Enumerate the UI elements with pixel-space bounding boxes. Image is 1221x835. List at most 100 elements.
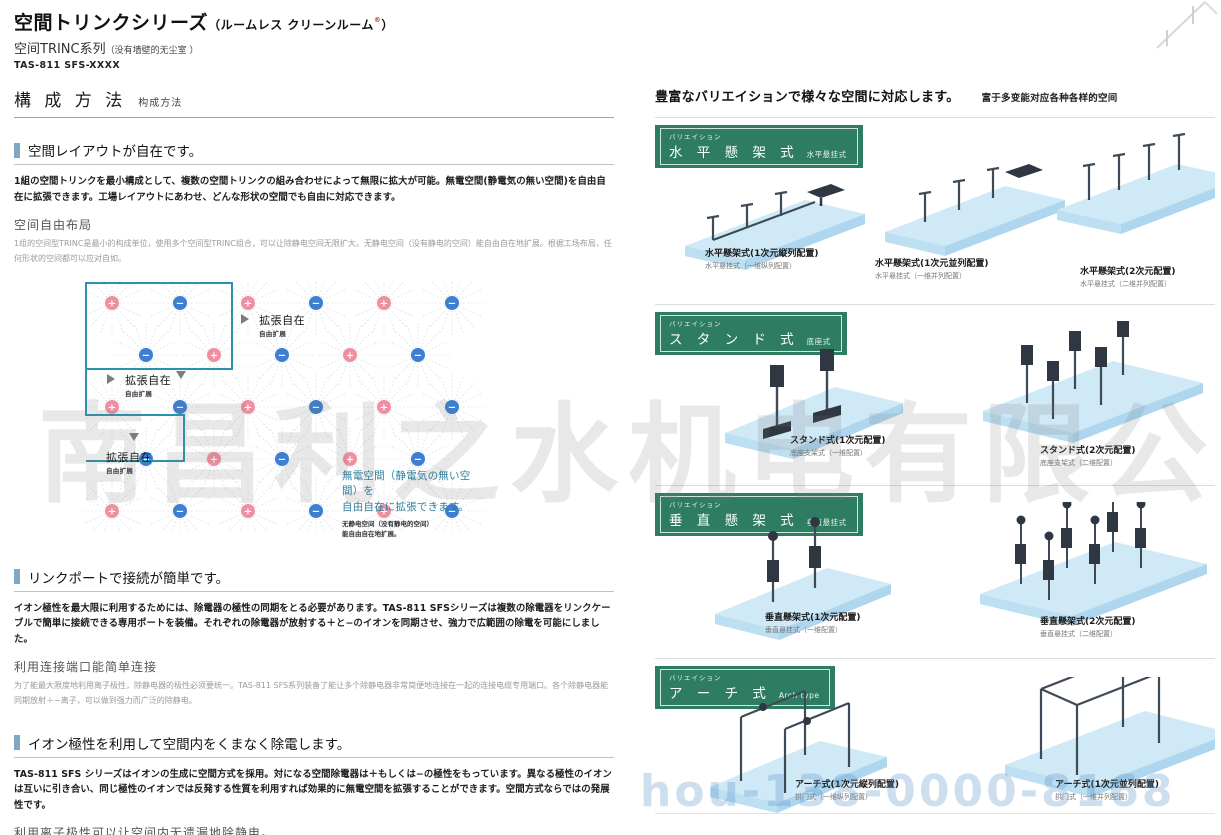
- svg-text:+: +: [210, 454, 218, 465]
- svg-text:+: +: [108, 402, 116, 413]
- block-body-3-jp: TAS-811 SFS シリーズはイオンの生成に空間方式を採用。対になる空間除電…: [14, 768, 612, 811]
- badge-cn-2: 底座式: [806, 337, 831, 346]
- svg-text:−: −: [448, 298, 456, 309]
- scene-vertical-svg: [715, 502, 1207, 640]
- badge-cn-3: 垂直悬挂式: [806, 518, 847, 527]
- scene-stand: [655, 321, 1215, 459]
- title-japanese: 空間トリンクシリーズ（ルームレス クリーンルーム®）: [14, 8, 394, 35]
- caption-arch-1: アーチ式(1次元縦列配置) 拱门式（一维纵列配置）: [795, 777, 899, 802]
- block-body-2-jp: イオン極性を最大限に利用するためには、除電器の極性の同期をとる必要があります。T…: [14, 602, 611, 645]
- block-heading-cn: 空间自由布局: [14, 218, 93, 233]
- expand-label-2: 拡張自在 自由扩展: [107, 369, 171, 398]
- expand-label-3: 拡張自在 自由扩展: [106, 446, 152, 475]
- svg-text:−: −: [312, 402, 320, 413]
- arrow-down-icon: [176, 370, 186, 379]
- section-title-jp: 構 成 方 法: [14, 91, 127, 111]
- scene-stand-svg: [725, 321, 1203, 459]
- content-block-linkport: リンクポートで接続が簡単です。 イオン極性を最大限に利用するためには、除電器の極…: [14, 567, 614, 709]
- content-block-layout: 空間レイアウトが自在です。 1組の空間トリンクを最小構成として、複数の空間トリン…: [14, 140, 614, 267]
- content-block-polarity: イオン極性を利用して空間内をくまなく除電します。 TAS-811 SFS シリー…: [14, 733, 614, 835]
- model-number: TAS-811 SFS-XXXX: [14, 60, 121, 71]
- svg-text:+: +: [108, 506, 116, 517]
- variation-badge-vertical: バリエイション 垂 直 懸 架 式垂直悬挂式: [655, 493, 863, 536]
- variations-title-cn: 富于多变能对应各种各样的空间: [981, 93, 1118, 104]
- block-heading-2-jp: リンクポートで接続が簡単です。: [28, 570, 230, 587]
- caption-vertical-1-jp: 垂直懸架式(1次元配置): [765, 613, 861, 623]
- caption-stand-1: スタンド式(1次元配置) 底座支架式（一维配置）: [790, 433, 886, 458]
- caption-arch-1-cn: 拱门式（一维纵列配置）: [795, 793, 872, 801]
- svg-text:+: +: [346, 454, 354, 465]
- caption-arch-2: アーチ式(1次元並列配置) 拱门式（一维并列配置）: [1055, 777, 1159, 802]
- svg-text:−: −: [448, 506, 456, 517]
- section-title-cn: 构成方法: [138, 98, 183, 109]
- caption-vertical-2: 垂直懸架式(2次元配置) 垂直悬挂式（二维配置）: [1040, 614, 1136, 639]
- expand-label-1-jp: 拡張自在: [259, 313, 306, 327]
- block-body-cn: 1组的空间型TRINC是最小的构成单位，使用多个空间型TRINC组合，可以让除静…: [14, 239, 612, 263]
- badge-jp-4: ア ー チ 式: [669, 686, 771, 702]
- svg-text:+: +: [244, 402, 252, 413]
- product-photo-thumbnail: [1156, 1, 1218, 49]
- caption-arch-2-cn: 拱门式（一维并列配置）: [1055, 793, 1132, 801]
- svg-text:+: +: [108, 298, 116, 309]
- scene-horizontal: [655, 128, 1215, 270]
- diagram-callout: 無電空間（静電気の無い空間）を 自由自在に拡張できます。 无静电空间（没有静电的…: [342, 469, 484, 540]
- registered-mark-icon: ®: [373, 15, 382, 24]
- block-heading-jp: 空間レイアウトが自在です。: [28, 144, 203, 160]
- variation-group-vertical: バリエイション 垂 直 懸 架 式垂直悬挂式: [655, 485, 1215, 642]
- svg-text:+: +: [380, 298, 388, 309]
- ion-grid-diagram: +−+−+−−+−+−+−+−+−−+−+−+−+−+− 拡張自在 自由扩展 拡…: [84, 280, 484, 538]
- caption-arch-1-jp: アーチ式(1次元縦列配置): [795, 780, 899, 790]
- variation-group-stand: バリエイション ス タ ン ド 式底座式: [655, 304, 1215, 467]
- badge-kana-2: バリエイション: [669, 320, 722, 328]
- caption-horizontal-3: 水平懸架式(2次元配置) 水平悬挂式（二维并列配置）: [1080, 264, 1176, 289]
- caption-horizontal-1: 水平懸架式(1次元縦列配置) 水平悬挂式（一维纵列配置）: [705, 246, 819, 271]
- caption-stand-2-jp: スタンド式(2次元配置): [1040, 446, 1136, 456]
- block-heading-2: リンクポートで接続が簡単です。: [14, 567, 614, 592]
- svg-text:−: −: [142, 350, 150, 361]
- block-heading-3: イオン極性を利用して空間内をくまなく除電します。: [14, 733, 614, 758]
- variations-title: 豊富なバリエイションで様々な空間に対応します。富于多变能对应各种各样的空间: [655, 86, 1215, 105]
- expand-label-3-cn: 自由扩展: [106, 466, 134, 475]
- svg-text:−: −: [278, 350, 286, 361]
- svg-text:+: +: [380, 506, 388, 517]
- title-cn-main: 空间TRINC系列: [14, 42, 106, 57]
- variation-badge-stand: バリエイション ス タ ン ド 式底座式: [655, 312, 847, 355]
- variation-badge-horizontal: バリエイション 水 平 懸 架 式水平悬挂式: [655, 125, 863, 168]
- svg-text:−: −: [176, 506, 184, 517]
- expand-label-1-cn: 自由扩展: [259, 329, 287, 338]
- caption-vertical-1-cn: 垂直悬挂式（一维配置）: [765, 626, 842, 634]
- block-body-2-cn: 为了能最大限度地利用离子极性，除静电器的极性必须要统一。TAS-811 SFS系…: [14, 681, 609, 705]
- caption-stand-2-cn: 底座支架式（二维配置）: [1040, 459, 1117, 467]
- caption-vertical-2-cn: 垂直悬挂式（二维配置）: [1040, 630, 1117, 638]
- arrow-right-icon-2: [107, 374, 115, 385]
- caption-horizontal-2-cn: 水平悬挂式（一维并列配置）: [875, 272, 966, 280]
- badge-cn-4: Arch type: [778, 691, 820, 700]
- left-column: 構 成 方 法构成方法 空間レイアウトが自在です。 1組の空間トリンクを最小構成…: [14, 86, 614, 835]
- block-heading-3-jp: イオン極性を利用して空間内をくまなく除電します。: [28, 736, 351, 753]
- svg-text:+: +: [346, 350, 354, 361]
- arrow-right-icon: [241, 314, 249, 325]
- block-heading: 空間レイアウトが自在です。: [14, 140, 614, 165]
- title-jp-main: 空間トリンクシリーズ: [14, 12, 209, 34]
- caption-arch-2-jp: アーチ式(1次元並列配置): [1055, 780, 1159, 790]
- callout-line-1: 無電空間（静電気の無い空間）を: [342, 469, 471, 498]
- heading-accent-bar-3: [14, 735, 20, 751]
- caption-horizontal-2: 水平懸架式(1次元並列配置) 水平悬挂式（一维并列配置）: [875, 256, 989, 281]
- svg-text:−: −: [312, 298, 320, 309]
- caption-stand-2: スタンド式(2次元配置) 底座支架式（二维配置）: [1040, 443, 1136, 468]
- scene-arch: [655, 677, 1215, 813]
- svg-text:−: −: [312, 506, 320, 517]
- svg-text:−: −: [448, 402, 456, 413]
- caption-horizontal-1-jp: 水平懸架式(1次元縦列配置): [705, 249, 819, 259]
- badge-kana-3: バリエイション: [669, 501, 722, 509]
- expand-label-2-jp: 拡張自在: [125, 373, 172, 387]
- scene-horizontal-svg: [685, 132, 1215, 270]
- variation-group-horizontal: バリエイション 水 平 懸 架 式水平悬挂式: [655, 117, 1215, 288]
- svg-text:−: −: [414, 350, 422, 361]
- svg-text:−: −: [176, 402, 184, 413]
- caption-vertical-1: 垂直懸架式(1次元配置) 垂直悬挂式（一维配置）: [765, 610, 861, 635]
- title-jp-paren-open: （ルームレス クリーンルーム: [208, 18, 374, 32]
- callout-cn-2: 能自由自在地扩展。: [342, 529, 401, 538]
